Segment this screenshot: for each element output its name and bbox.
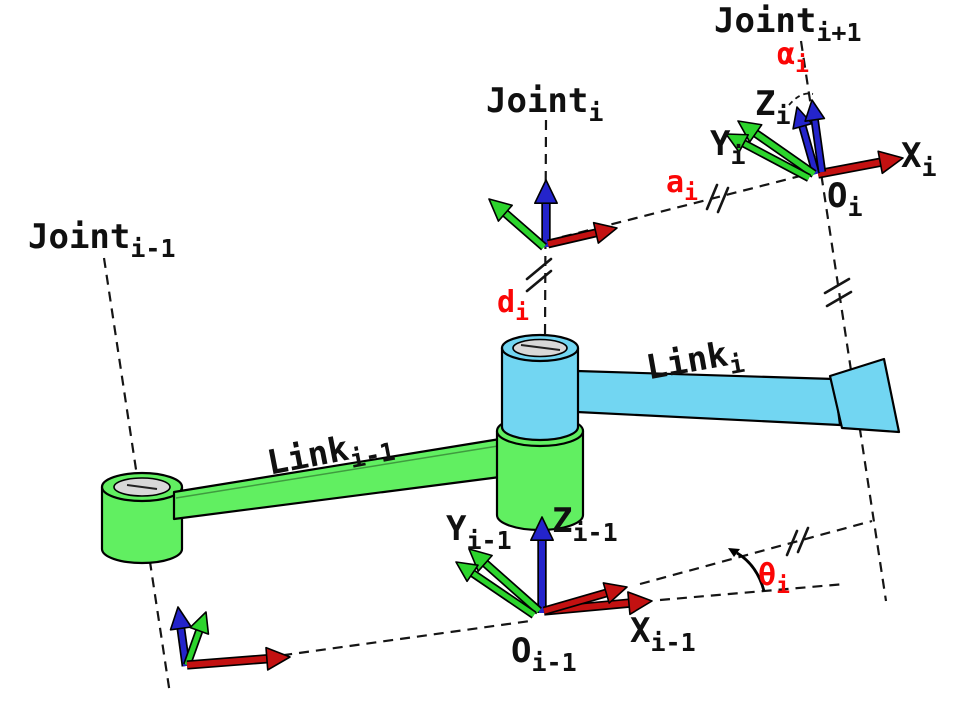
joint-i-frame-y-arrow xyxy=(488,198,547,251)
y-i-axis-arrow-2 xyxy=(725,133,811,182)
x-i-minus-1-extension-line xyxy=(659,582,846,602)
base-frame-x-arrow xyxy=(186,646,291,671)
x-i-rotated-direction-arrow xyxy=(542,582,628,616)
y-i-axis-arrow xyxy=(737,120,817,178)
a-i-param-label: ai xyxy=(666,165,698,206)
theta-i-param-label: θi xyxy=(758,558,790,599)
z-i-axis-arrow xyxy=(792,106,821,176)
z-i-minus-1-axis-arrow xyxy=(529,516,555,613)
joint-i-plus-1-axis-hash-marks xyxy=(823,277,853,308)
a-i-hash-marks xyxy=(705,183,730,214)
joint-i-frame-z-arrow xyxy=(533,179,559,247)
link-i xyxy=(500,333,901,442)
alpha-i-param-label: αi xyxy=(777,37,809,78)
x-i-axis-arrow xyxy=(817,150,904,179)
z-i-minus-1-axis-label: Zi-1 xyxy=(552,501,618,547)
z-i-axis-label: Zi xyxy=(755,84,791,130)
joint-i-frame-x-arrow xyxy=(546,221,618,249)
base-frame-y-arrow xyxy=(183,611,210,667)
link-i-minus-1-left-hub xyxy=(100,471,184,565)
coordinate-frames xyxy=(169,99,904,671)
theta-reference-line xyxy=(639,519,873,586)
x-i-axis-label: Xi xyxy=(901,136,937,182)
joint-i-label: Jointi xyxy=(486,81,603,127)
measure-hash-marks xyxy=(525,183,853,557)
theta-i-angle-arrow xyxy=(728,548,766,592)
y-i-axis-label: Yi xyxy=(710,124,746,170)
x-i-minus-1-axis-label: Xi-1 xyxy=(630,611,696,657)
alpha-i-angle-arc xyxy=(788,92,814,106)
y-i-minus-1-axis-label: Yi-1 xyxy=(446,509,512,555)
d-i-hash-marks xyxy=(525,257,553,293)
joint-i-plus-1-direction-arrow xyxy=(804,99,827,173)
origin-i-minus-1-label: Oi-1 xyxy=(511,631,577,677)
link-i-minus-1 xyxy=(100,414,585,565)
link-i-joint-cylinder xyxy=(500,333,580,442)
link-i-end-flange xyxy=(828,357,901,434)
joint-i-minus-1-label: Jointi-1 xyxy=(28,217,176,263)
d-i-param-label: di xyxy=(497,285,529,326)
joint-i-minus-1-axis-line xyxy=(102,257,172,695)
y-i-minus-1-axis-arrow-2 xyxy=(455,561,537,619)
origin-i-label: Oi xyxy=(827,176,863,222)
y-i-minus-1-axis-arrow xyxy=(468,548,542,615)
joint-i-plus-1-label: Jointi+1 xyxy=(714,1,862,47)
theta-reference-hash-marks xyxy=(785,526,810,557)
